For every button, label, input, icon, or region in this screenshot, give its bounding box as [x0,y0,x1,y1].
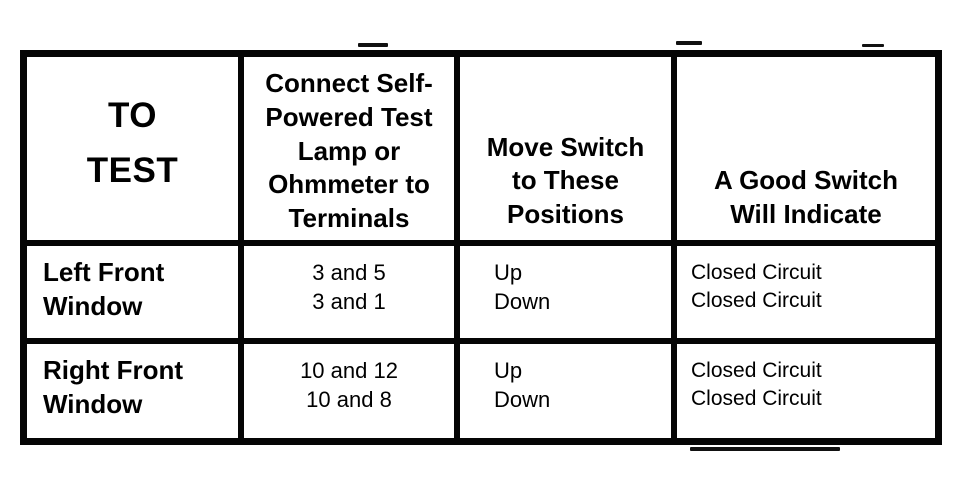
header-good-switch-indicate: A Good Switch Will Indicate [677,57,935,246]
header-move-switch-positions: Move Switch to These Positions [460,57,677,246]
header-to-test: TO TEST [27,57,244,246]
cell-right-front-window-indication: Closed Circuit Closed Circuit [691,359,822,411]
switch-test-table: TO TEST Connect Self- Powered Test Lamp … [20,50,942,445]
cell-left-front-window-indication: Closed Circuit Closed Circuit [677,246,935,344]
scan-artifact [690,447,840,451]
cell-left-front-window-terminals: 3 and 5 3 and 1 [244,246,460,344]
cell-left-front-window-label: Left Front Window [27,246,244,344]
cell-right-front-window-positions: Up Down [460,344,677,438]
scan-artifact [862,44,884,47]
header-connect-terminals: Connect Self- Powered Test Lamp or Ohmme… [244,57,460,246]
scan-artifact [358,43,388,47]
cell-right-front-window-label: Right Front Window [27,344,244,438]
cell-right-front-window-terminals: 10 and 12 10 and 8 [244,344,460,438]
cell-left-front-window-positions: Up Down [460,246,677,344]
scan-artifact [676,41,702,45]
